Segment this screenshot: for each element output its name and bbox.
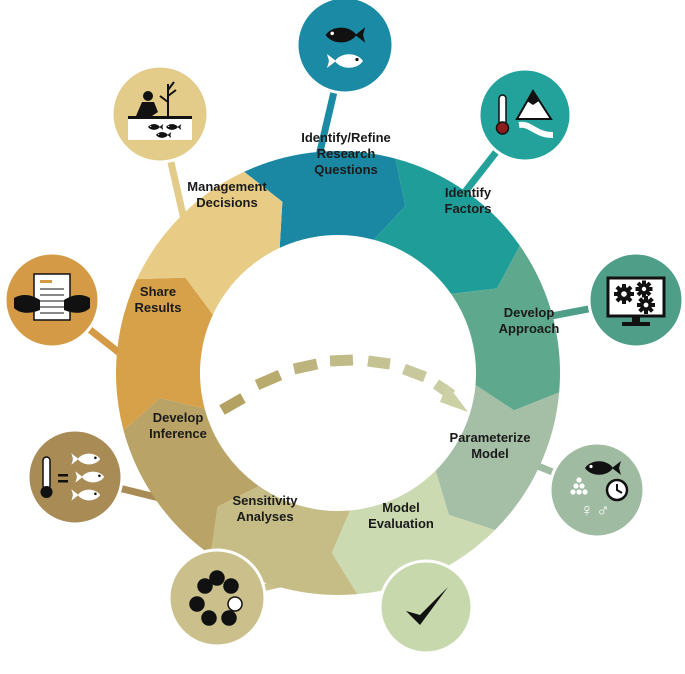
dots-circles-icon <box>189 570 243 626</box>
node-develop-inference <box>26 428 124 526</box>
computer-gears-icon <box>606 276 666 326</box>
segment-label-line: Management <box>187 179 267 194</box>
segment-label-line: Research <box>317 146 376 161</box>
svg-text:♂: ♂ <box>596 500 610 520</box>
svg-text:♀: ♀ <box>580 500 594 520</box>
segment-label-line: Develop <box>504 305 555 320</box>
hands-document-icon <box>14 273 90 321</box>
segment-label-line: Develop <box>153 410 204 425</box>
segment-label-line: Model <box>471 446 509 461</box>
segment-label-line: Decisions <box>196 195 257 210</box>
ring-segment-management-decisions <box>136 171 283 315</box>
segment-label-line: Evaluation <box>368 516 434 531</box>
ring-segment-model-evaluation <box>331 470 495 595</box>
segment-label-line: Parameterize <box>450 430 531 445</box>
ring-segment-develop-approach <box>451 245 560 411</box>
segment-label-line: Analyses <box>236 509 293 524</box>
node-develop-approach <box>587 251 685 349</box>
dashed-cycle-arrow <box>219 354 468 415</box>
ring-segment-develop-inference <box>123 398 259 555</box>
segment-label-line: Approach <box>499 321 560 336</box>
node-management-decisions <box>110 64 210 164</box>
ring-segment-identify-factors <box>373 158 520 294</box>
segment-label-line: Identify <box>445 185 492 200</box>
segment-label-line: Questions <box>314 162 378 177</box>
thermometer-mountain-river-icon <box>495 89 554 138</box>
segment-label-line: Share <box>140 284 176 299</box>
ring-segment-share-results <box>115 277 213 431</box>
arrow-dash <box>402 363 427 383</box>
fish-clock-sex-icon: ♀♂ <box>570 461 629 520</box>
node-identify-refine <box>295 0 395 95</box>
segment-label-line: Identify/Refine <box>301 130 391 145</box>
segment-label-line: Inference <box>149 426 207 441</box>
arrow-dash <box>254 369 283 391</box>
fish-pair-icon <box>325 27 366 68</box>
segment-label-line: Model <box>382 500 420 515</box>
node-sensitivity-analyses <box>167 548 267 648</box>
node-share-results <box>3 251 101 349</box>
checkmark-icon <box>406 587 448 625</box>
node-parameterize-model: ♀♂ <box>548 441 646 539</box>
person-planting-fish-icon <box>128 81 192 140</box>
ring-segment-identify-refine <box>244 151 406 248</box>
arrow-dash <box>219 393 246 415</box>
arrow-dash <box>329 354 354 367</box>
arrow-head <box>440 384 468 412</box>
thermometer-equals-fish-icon <box>40 453 105 501</box>
node-model-evaluation <box>378 559 474 655</box>
arrow-dash <box>367 355 391 370</box>
node-identify-factors <box>477 67 573 163</box>
segment-label-line: Factors <box>445 201 492 216</box>
ring-segment-parameterize-model <box>435 385 560 530</box>
segment-label-line: Sensitivity <box>232 493 298 508</box>
segment-label-line: Results <box>135 300 182 315</box>
arrow-dash <box>292 358 319 375</box>
